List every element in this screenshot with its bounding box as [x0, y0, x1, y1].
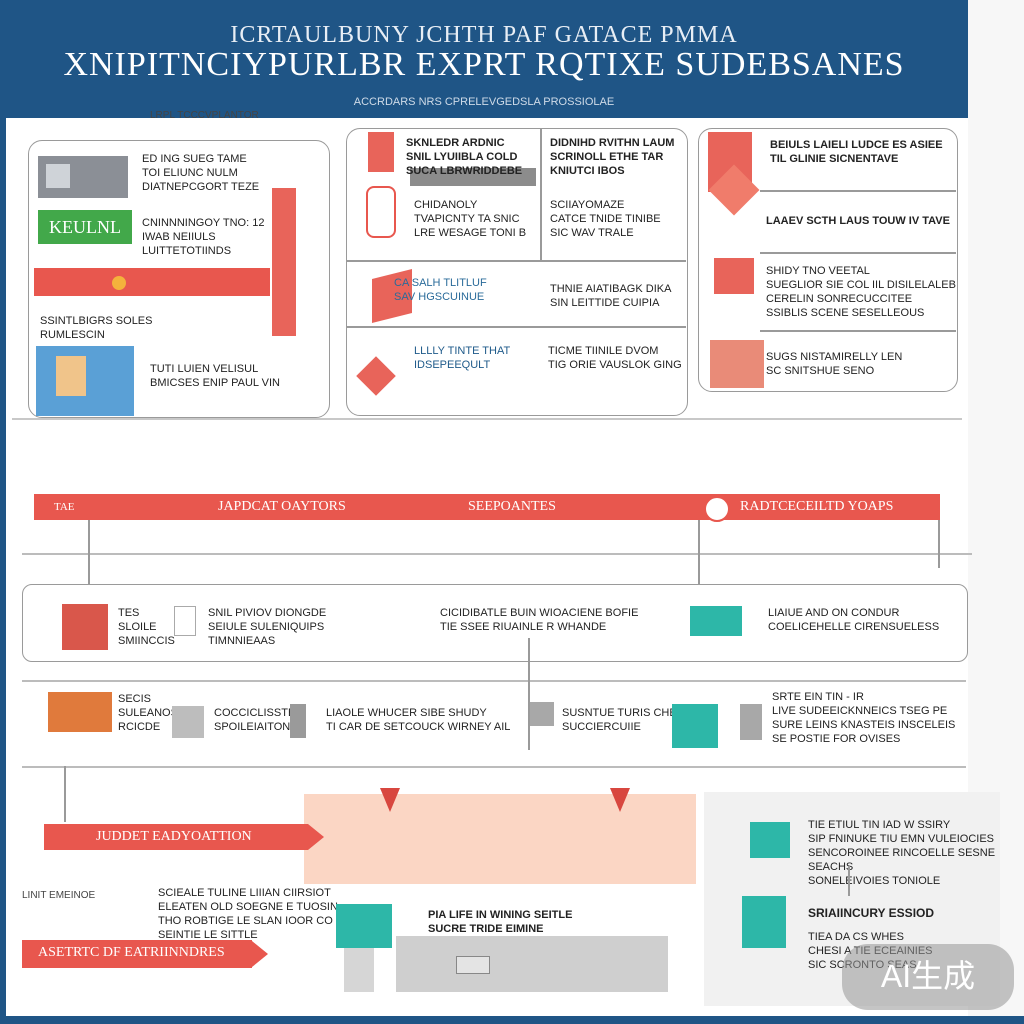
connector-v2 [528, 638, 530, 750]
separator-line [12, 418, 962, 420]
mid-row-1-right: DIDNIHD RVITHN LAUM SCRINOLL ETHE TAR KN… [550, 137, 675, 177]
right-row-2: LAAEV SCTH LAUS TOUW IV TAVE [766, 215, 950, 227]
ribbon-label-3: RADTCECEILTD YOAPS [740, 499, 894, 514]
mid-row-1-left: SKNLEDR ARDNIC SNIL LYUIIBLA COLD SUCA L… [406, 137, 523, 177]
row1-text-a: TES SLOILE SMIINCCIS [118, 607, 175, 647]
row1-text-d: LIAIUE AND ON CONDUR COELICEHELLE CIRENS… [768, 607, 940, 633]
timeline-line-1 [22, 553, 972, 555]
row2-text-b: COCCICLISSTEE SPOILEIAITONNE [214, 707, 306, 733]
right-row-3: SHIDY TNO VEETAL SUEGLIOR SIE COL IIL DI… [766, 265, 956, 319]
right-red-tab-2 [714, 258, 754, 294]
row2-text-e: SRTE EIN TIN - IR LIVE SUDEEICKNNEICS TS… [772, 691, 956, 745]
bottom-cube-shadow [344, 948, 374, 992]
row1-text-c: CICIDIBATLE BUIN WIOACIENE BOFIE TIE SSE… [440, 607, 639, 633]
red-outline-shape [366, 186, 396, 238]
bottom-right-connector [848, 866, 850, 896]
top-section-caption: LRPL TCCCVPLANTOR [150, 110, 259, 121]
bottom-ribbon-2: ASETRTC DF EATRIINNDRES [22, 940, 252, 968]
bar-marker-icon [112, 276, 126, 290]
process-row-1 [22, 584, 968, 662]
bottom-ribbon-1: JUDDET EADYOATTION [44, 824, 308, 850]
right-panel-divider-3 [760, 330, 956, 332]
right-panel-divider-1 [760, 190, 956, 192]
bottom-grey-platform [396, 936, 668, 992]
right-red-tab-3 [710, 340, 764, 388]
right-row-4: SUGS NISTAMIRELLY LEN SC SNITSHUE SENO [766, 351, 903, 377]
process-ribbon: TAE JAPDCAT OAYTORS SEEPOANTES RADTCECEI… [34, 494, 940, 520]
header-kicker: ICRTAULBUNY JCHTH PAF GATACE PMMA [230, 22, 738, 48]
left-panel-row-3: SSINTLBIGRS SOLES RUMLESCIN [40, 315, 153, 341]
row2-marker [290, 704, 306, 738]
connector-v5 [64, 766, 66, 822]
left-panel-red-bar [34, 268, 270, 296]
timeline-line-3 [22, 766, 966, 768]
row2-text-c: LIAOLE WHUCER SIBE SHUDY TI CAR DE SETCO… [326, 707, 511, 733]
header-subtitle: ACCRDARS NRS CPRELEVGEDSLA PROSSIOLAE [353, 96, 615, 108]
ribbon-circle-icon [704, 496, 730, 522]
bottom-center-text: PIA LIFE IN WINING SEITLE SUCRE TRIDE EI… [428, 909, 573, 935]
row2-teal-box [672, 704, 718, 748]
left-panel-row-4: TUTI LUIEN VELISUL BMICSES ENIP PAUL VIN [150, 363, 281, 389]
green-label-box: KEULNL [38, 210, 132, 244]
highlight-strip [410, 168, 536, 186]
connector-v1 [88, 520, 90, 584]
middle-panel-col-divider [540, 128, 542, 260]
row2-grey-box-2 [528, 702, 554, 726]
peach-block [304, 794, 696, 884]
map-detail [56, 356, 86, 396]
bottom-border [0, 1016, 1024, 1024]
row2-text-d: SUSNTUE TURIS CHEAL SUCCIERCUIIE [562, 707, 690, 733]
connector-v3 [698, 520, 700, 584]
middle-panel-divider-2 [346, 326, 686, 328]
mid-row-4-left: LLLLY TINTE THAT IDSEPEEQULT [414, 345, 511, 371]
bottom-ribbon-2-tip [252, 941, 268, 967]
left-border [0, 118, 6, 1024]
bottom-platform-slot [456, 956, 490, 974]
bottom-right-text-1: TIE ETIUL TIN IAD W SSIRY SIP FNINUKE TI… [808, 819, 996, 887]
row1-doc-icon [174, 606, 196, 636]
bottom-right-teal-2 [742, 896, 786, 948]
timeline-line-2 [22, 680, 966, 682]
row2-text-a: SECIS SULEANOS RCICDE [118, 693, 178, 733]
bottom-left-label: LINIT EMEINOE [22, 890, 96, 901]
bottom-teal-cube [336, 904, 392, 948]
row1-teal-box [690, 606, 742, 636]
left-panel-row-2: CNINNNINGOY TNO: 12 IWAB NEIIULS LUITTET… [142, 217, 265, 257]
right-panel-divider-2 [760, 252, 956, 254]
down-arrow-2 [610, 788, 630, 812]
bottom-right-text-2: SRIAIINCURY ESSIOD [808, 906, 935, 920]
header-banner: ICRTAULBUNY JCHTH PAF GATACE PMMA XNIPIT… [0, 0, 968, 118]
row2-marker-2 [740, 704, 762, 740]
right-row-1: BEIULS LAIELI LUDCE ES ASIEE TIL GLINIE … [770, 139, 943, 165]
vertical-red-tab [272, 188, 296, 336]
thumbnail-detail [46, 164, 70, 188]
mid-row-4-right: TICME TIINILE DVOM TIG ORIE VAUSLOK GING [548, 345, 682, 371]
row2-factory-icon [48, 692, 112, 732]
row1-text-b: SNIL PIVIOV DIONGDE SEIULE SULENIQUIPS T… [208, 607, 327, 647]
mid-row-2-right: SCIIAYOMAZE CATCE TNIDE TINIBE SIC WAV T… [550, 199, 661, 239]
row1-building-icon [62, 604, 108, 650]
connector-v4 [938, 520, 940, 568]
mid-row-3-left: CA SALH TLITLUF SAV HGSCUINUE [394, 277, 487, 303]
bottom-ribbon-1-tip [308, 824, 324, 850]
row2-grey-box [172, 706, 204, 738]
mid-row-3-right: THNIE AIATIBAGK DIKA SIN LEITTIDE CUIPIA [550, 283, 672, 309]
red-shape-1 [368, 132, 394, 172]
bottom-right-teal-1 [750, 822, 790, 858]
ribbon-label-1: JAPDCAT OAYTORS [218, 499, 346, 514]
bottom-bullets: SCIEALE TULINE LIIIAN CIIRSIOT ELEATEN O… [158, 887, 379, 941]
ai-generated-badge: AI生成 [842, 944, 1014, 1010]
page-title: XNIPITNCIYPURLBR EXPRT RQTIXE SUDEBSANES [63, 46, 905, 83]
ribbon-start-label: TAE [54, 501, 75, 513]
mid-row-2-left: CHIDANOLY TVAPICNTY TA SNIC LRE WESAGE T… [414, 199, 527, 239]
left-panel-row-1: ED ING SUEG TAME TOI ELIUNC NULM DIATNEP… [142, 153, 260, 193]
middle-panel-divider-1 [346, 260, 686, 262]
ribbon-label-2: SEEPOANTES [468, 499, 556, 514]
down-arrow-1 [380, 788, 400, 812]
